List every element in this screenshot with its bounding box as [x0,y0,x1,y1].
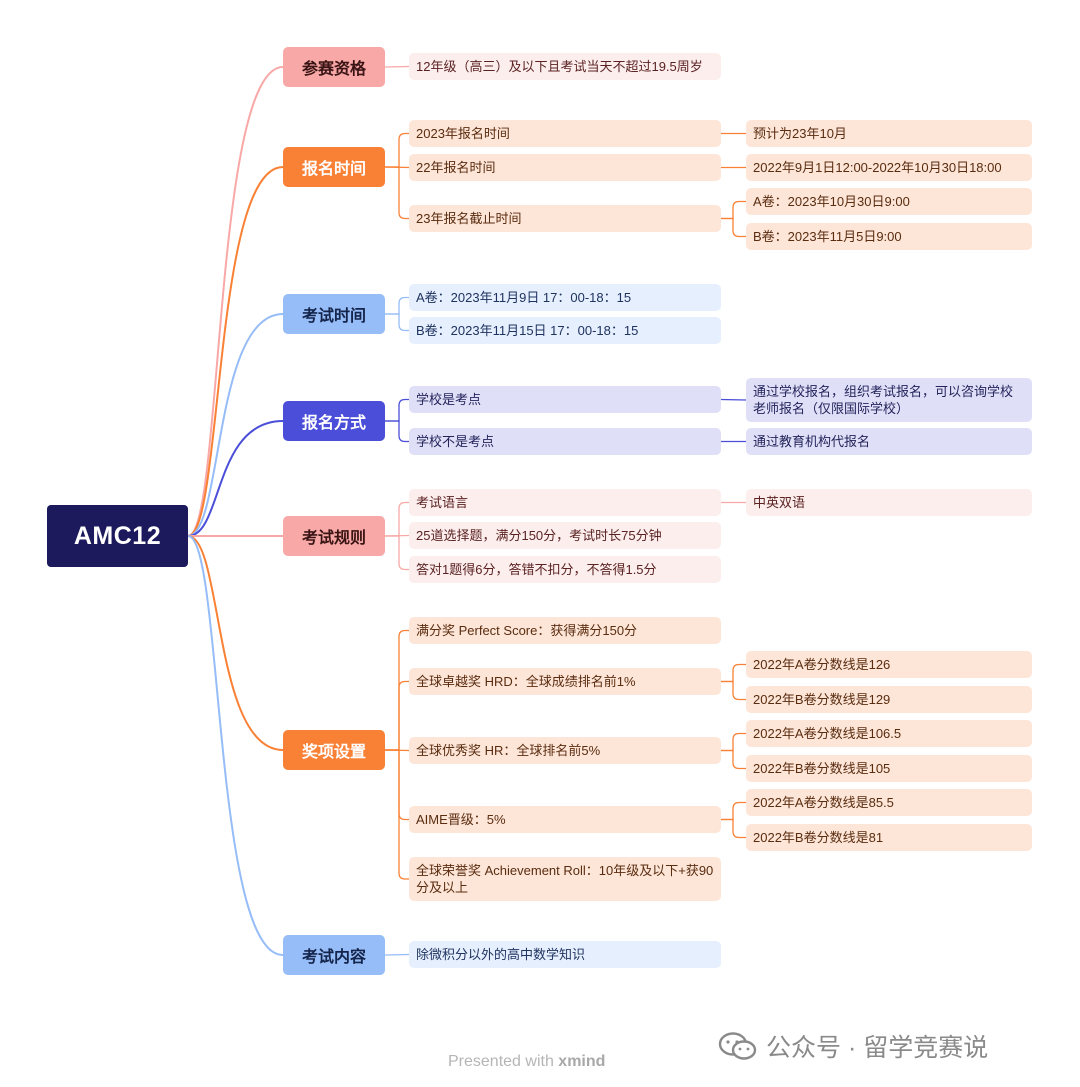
leaf-link [384,749,410,752]
sub-leaf-node[interactable]: 2022年B卷分数线是129 [746,686,1032,713]
sub-leaf-node[interactable]: 通过教育机构代报名 [746,428,1032,455]
sub-leaf-node[interactable]: 2022年A卷分数线是106.5 [746,720,1032,747]
branch-topic[interactable]: 考试内容 [283,935,385,975]
root-link [187,535,284,956]
branch-topic[interactable]: 报名方式 [283,401,385,441]
leaf-node[interactable]: 满分奖 Perfect Score：获得满分150分 [409,617,721,644]
leaf-node[interactable]: 25道选择题，满分150分，考试时长75分钟 [409,522,721,549]
leaf-node[interactable]: B卷：2023年11月15日 17：00-18：15 [409,317,721,344]
leaf-link [384,629,410,751]
leaf-link [384,166,410,169]
footer-credit: Presented with xmind [448,1053,605,1071]
sub-link [720,398,747,401]
leaf-link [384,132,410,168]
root-link [187,166,284,537]
leaf-node[interactable]: 2023年报名时间 [409,120,721,147]
leaf-link [384,953,410,956]
sub-leaf-node[interactable]: 2022年A卷分数线是85.5 [746,789,1032,816]
branch-topic[interactable]: 考试规则 [283,516,385,556]
leaf-node[interactable]: A卷：2023年11月9日 17：00-18：15 [409,284,721,311]
leaf-node[interactable]: 考试语言 [409,489,721,516]
footer-prefix: Presented with [448,1053,554,1070]
watermark-text: 公众号 · 留学竞赛说 [766,1034,989,1062]
branch-topic[interactable]: 考试时间 [283,294,385,334]
sub-leaf-node[interactable]: 通过学校报名，组织考试报名，可以咨询学校老师报名（仅限国际学校） [746,378,1032,422]
sub-link [720,680,747,701]
root-node[interactable]: AMC12 [47,505,188,567]
watermark: 公众号 · 留学竞赛说 [718,1028,988,1064]
root-link [187,313,284,537]
sub-leaf-node[interactable]: 2022年A卷分数线是126 [746,651,1032,678]
leaf-link [384,680,410,751]
sub-link [720,818,747,839]
leaf-node[interactable]: 学校是考点 [409,386,721,413]
leaf-link [384,501,410,537]
branch-topic[interactable]: 报名时间 [283,147,385,187]
sub-leaf-node[interactable]: B卷：2023年11月5日9:00 [746,223,1032,250]
leaf-link [384,420,410,443]
leaf-link [384,534,410,537]
branch-topic[interactable]: 奖项设置 [283,730,385,770]
leaf-node[interactable]: 12年级（高三）及以下且考试当天不超过19.5周岁 [409,53,721,80]
leaf-link [384,65,410,68]
sub-link [720,732,747,752]
sub-link [720,801,747,821]
leaf-node[interactable]: 除微积分以外的高中数学知识 [409,941,721,968]
leaf-node[interactable]: 全球卓越奖 HRD：全球成绩排名前1% [409,668,721,695]
leaf-link [384,313,410,332]
leaf-node[interactable]: 全球荣誉奖 Achievement Roll：10年级及以下+获90分及以上 [409,857,721,901]
sub-leaf-node[interactable]: 中英双语 [746,489,1032,516]
root-link [187,420,284,537]
sub-leaf-node[interactable]: 预计为23年10月 [746,120,1032,147]
sub-leaf-node[interactable]: 2022年9月1日12:00-2022年10月30日18:00 [746,154,1032,181]
leaf-node[interactable]: 答对1题得6分，答错不扣分，不答得1.5分 [409,556,721,583]
leaf-node[interactable]: 22年报名时间 [409,154,721,181]
leaf-node[interactable]: 学校不是考点 [409,428,721,455]
root-link [187,535,284,751]
leaf-node[interactable]: 全球优秀奖 HR：全球排名前5% [409,737,721,764]
branch-topic[interactable]: 参赛资格 [283,47,385,87]
leaf-node[interactable]: AIME晋级：5% [409,806,721,833]
leaf-link [384,398,410,422]
wechat-icon [718,1032,757,1060]
sub-link [720,749,747,770]
sub-link [720,200,747,220]
leaf-node[interactable]: 23年报名截止时间 [409,205,721,232]
sub-link [720,217,747,238]
sub-leaf-node[interactable]: 2022年B卷分数线是81 [746,824,1032,851]
leaf-link [384,749,410,821]
leaf-link [384,749,410,880]
leaf-link [384,166,410,220]
xmind-logo: xmind [558,1053,606,1070]
sub-link [720,663,747,683]
sub-leaf-node[interactable]: 2022年B卷分数线是105 [746,755,1032,782]
root-link [187,66,284,537]
leaf-link [384,535,410,571]
sub-leaf-node[interactable]: A卷：2023年10月30日9:00 [746,188,1032,215]
leaf-link [384,296,410,315]
